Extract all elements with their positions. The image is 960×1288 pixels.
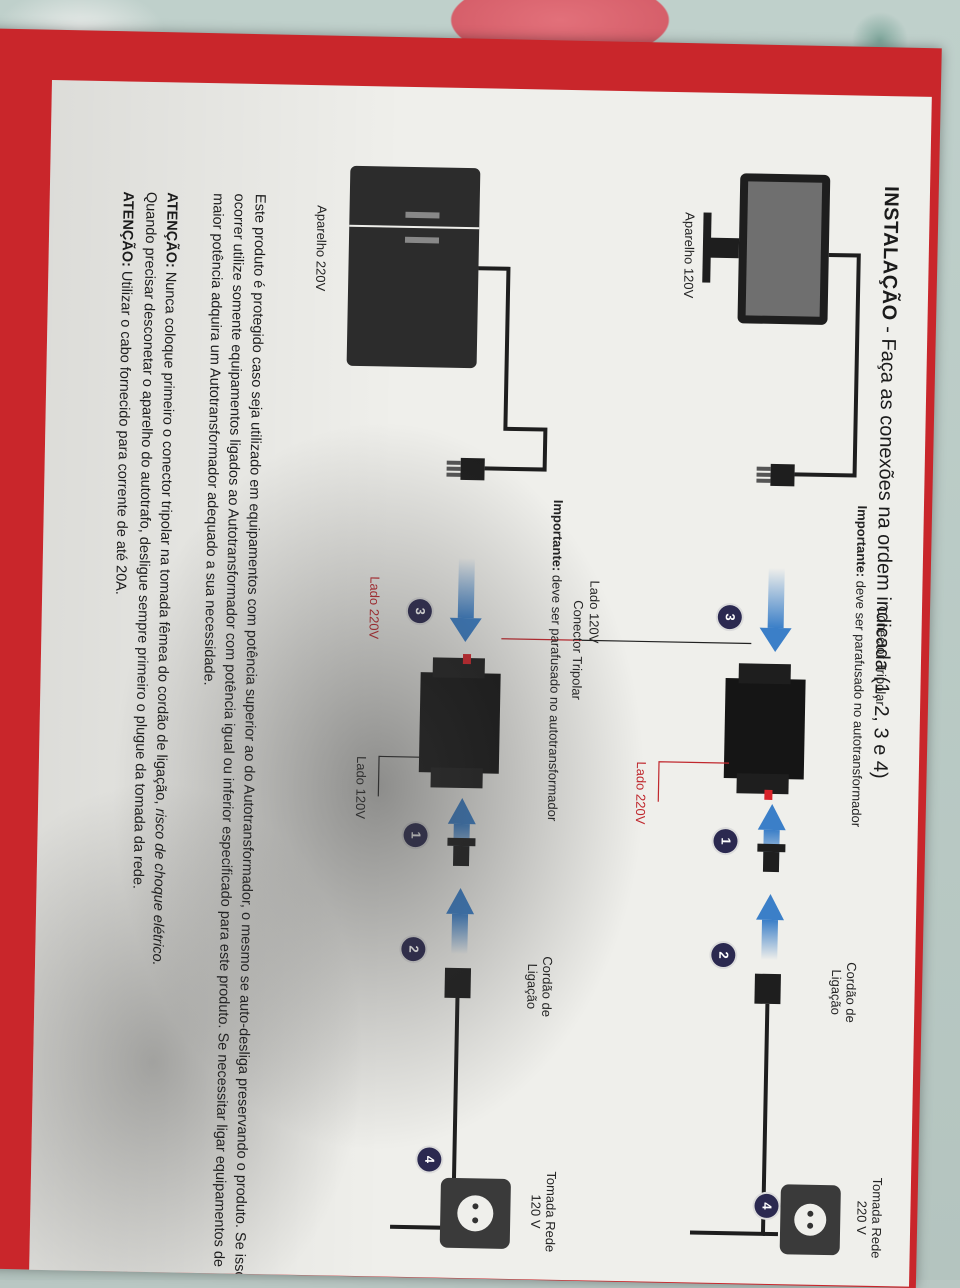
row1-device-label: Aparelho 120V [680, 212, 698, 299]
row1-important-label: Importante: [853, 505, 870, 578]
warning-2-label: ATENÇÃO: [118, 191, 136, 268]
row2-device-label: Aparelho 220V [312, 205, 330, 292]
row1-diagram [581, 173, 861, 1256]
row2-cord-label: Cordão de Ligação [524, 956, 556, 1018]
row1-device-plug [756, 463, 795, 487]
row2-outlet-label: Tomada Rede 120 V [528, 1171, 560, 1253]
row1-outlet-label: Tomada Rede 220 V [853, 1177, 886, 1259]
instruction-content: INSTALAÇÃO - Faça as conexões na ordem i… [29, 90, 911, 1286]
row2-tripolar-connector [447, 837, 476, 867]
row2-device-plug [446, 457, 485, 481]
row1-autotransformer [723, 663, 806, 800]
row2-autotransformer [418, 653, 501, 789]
monitor-icon [702, 173, 831, 325]
row2-important-label: Importante: [549, 499, 567, 572]
row1-side-right-label: Lado 220V [632, 761, 650, 825]
row2-wall-outlet [439, 1177, 511, 1249]
row2-side-right-label: Lado 120V [352, 755, 370, 820]
warning-1-italic: risco de choque elétrico. [149, 808, 169, 966]
row1-tripolar-connector [757, 843, 786, 873]
row1-wall-outlet [779, 1184, 841, 1256]
row1-cord-label: Cordão de Ligação [828, 962, 860, 1024]
refrigerator-icon [346, 165, 481, 369]
warning-1-label: ATENÇÃO: [162, 192, 180, 268]
instruction-panel: INSTALAÇÃO - Faça as conexões na ordem i… [29, 80, 932, 1287]
row2-side-left-label: Lado 220V [366, 576, 383, 640]
row1-side-left-label: Lado 120V [586, 580, 603, 644]
